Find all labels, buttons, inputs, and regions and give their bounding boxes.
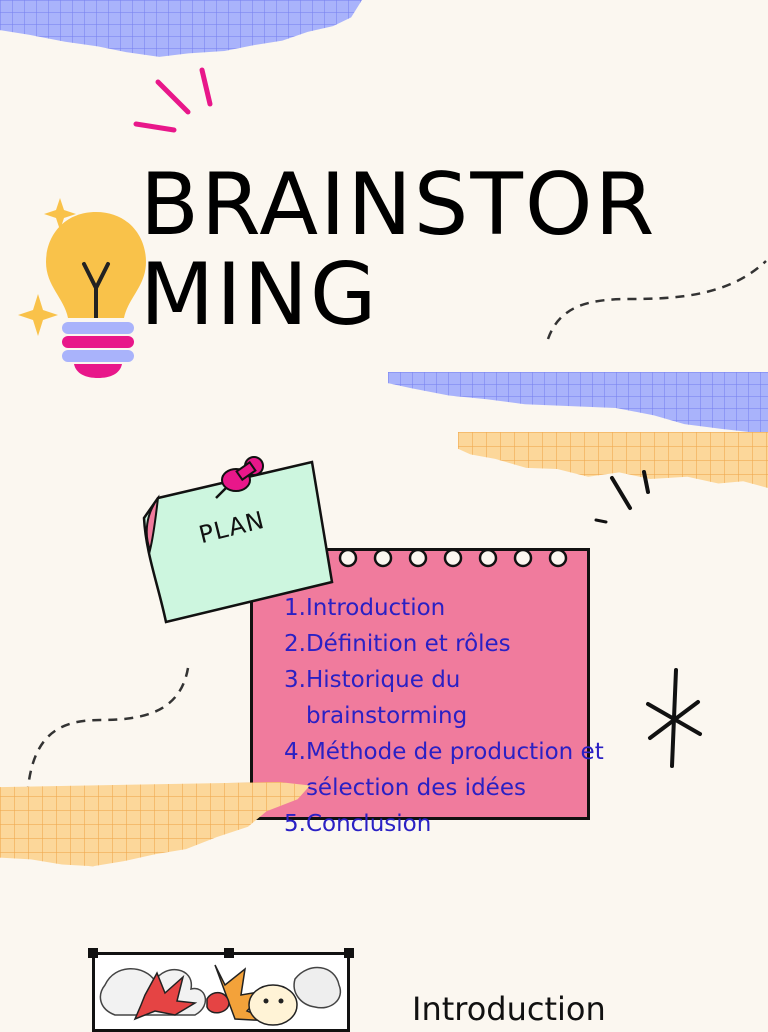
plan-sticky-note (142, 460, 334, 624)
frame-corners (88, 948, 354, 958)
torn-paper-orange-left (0, 782, 310, 867)
plan-item-4: 4.Méthode de production et sélection des… (284, 739, 604, 801)
comic-illustration (92, 952, 350, 1032)
burst-lines-top (133, 67, 213, 133)
section-heading: Introduction (412, 990, 606, 1028)
dashed-curve-right (546, 260, 767, 340)
plan-list: 1.Introduction 2.Définition et rôles 3.H… (284, 590, 614, 842)
torn-paper-blue-right (388, 372, 768, 434)
plan-item-3: 3.Historique du brainstorming (284, 667, 468, 729)
dashed-curve-left (26, 667, 190, 789)
lightbulb-icon (18, 198, 146, 378)
title-line-2: MING (140, 245, 379, 345)
burst-lines-right (594, 470, 650, 524)
plan-item-2: 2.Définition et rôles (284, 631, 511, 657)
torn-paper-blue-top (0, 0, 362, 57)
plan-item-5: 5.Conclusion (284, 811, 432, 837)
asterisk-icon (646, 668, 702, 768)
comic-burst-icon (99, 964, 342, 1026)
plan-item-1: 1.Introduction (284, 595, 446, 621)
title-line-1: BRAINSTOR (140, 155, 657, 255)
page-title: BRAINSTOR MING (140, 160, 740, 340)
pushpin-icon (215, 456, 264, 499)
